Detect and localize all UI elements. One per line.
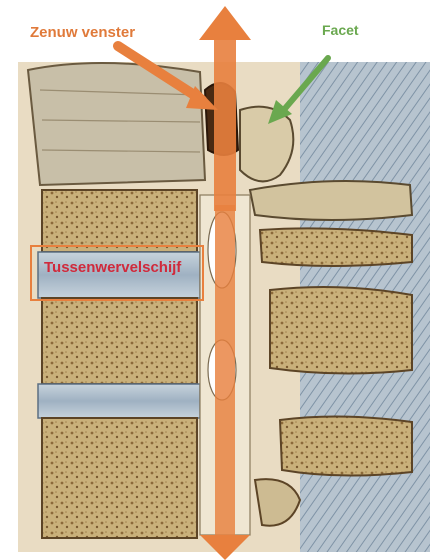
arrow-head-up — [199, 6, 251, 40]
disc-label: Tussenwervelschijf — [44, 259, 181, 276]
lamina-1 — [260, 228, 412, 266]
nerve-window-label: Zenuw venster — [30, 24, 135, 41]
vertebral-body-1 — [42, 190, 197, 252]
intervertebral-disc-2 — [38, 384, 200, 418]
facet-label: Facet — [322, 22, 359, 38]
vertebral-body-2 — [42, 298, 197, 384]
lamina-2 — [270, 287, 412, 374]
lamina-3 — [280, 416, 412, 475]
spinous-process — [250, 181, 412, 220]
vertebral-body-3 — [42, 418, 197, 538]
